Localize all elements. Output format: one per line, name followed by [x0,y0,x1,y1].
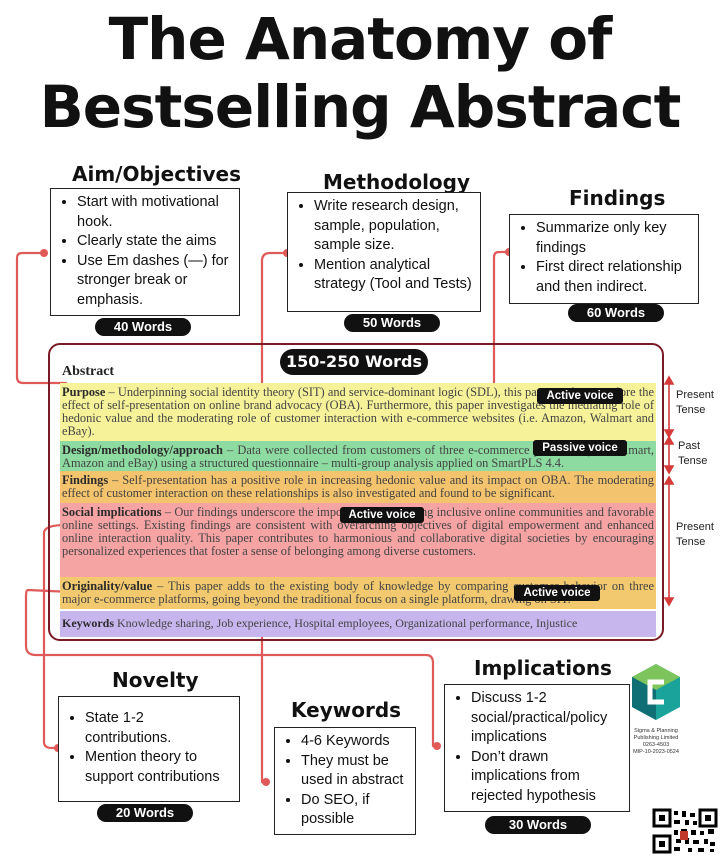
keywords-paragraph: Keywords Knowledge sharing, Job experien… [62,616,654,630]
originality-label: Originality/value [62,579,153,593]
keywords-box: 4-6 Keywords They must be used in abstra… [274,727,416,835]
tense-word: Past [678,440,701,452]
aim-heading: Aim/Objectives [72,162,241,186]
originality-paragraph: Originality/value – This paper adds to t… [62,579,654,606]
keywords-label: Keywords [62,616,114,630]
publisher-logo-icon [632,664,680,720]
tense-word: Present [676,521,714,533]
findings-words-badge: 60 Words [568,304,664,322]
findings-heading: Findings [569,186,666,210]
aim-box: Start with motivational hook. Clearly st… [50,188,240,316]
design-label: Design/methodology/approach [62,443,223,457]
aim-item: Use Em dashes (—) for stronger break or … [77,252,231,311]
methodology-item: Mention analytical strategy (Tool and Te… [314,256,472,295]
implications-box: Discuss 1-2 social/practical/policy impl… [444,684,630,812]
title-line-2: Bestselling Abstract [39,73,682,141]
keywords-item: They must be used in abstract [301,752,407,791]
publisher-line: Publishing Limited [633,735,679,741]
methodology-box: Write research design, sample, populatio… [287,192,481,312]
tense-word: Tense [678,455,708,467]
novelty-words-badge: 20 Words [97,804,193,822]
publisher-info: Sigma & Planning Publishing Limited 0263… [626,728,686,756]
implications-heading: Implications [474,656,612,680]
methodology-heading: Methodology [323,170,471,194]
aim-words-badge: 40 Words [95,318,191,336]
purpose-text: – Underpinning social identity theory (S… [62,385,654,439]
findings-box: Summarize only key findings First direct… [509,214,699,304]
passive-voice-badge: Passive voice [533,440,627,456]
publisher-line: 0263-4503 [642,742,670,748]
tense-word: Present [676,389,714,401]
tense-word: Tense [676,404,706,416]
aim-item: Clearly state the aims [77,232,231,252]
qr-code-icon [652,808,718,854]
tense-word: Tense [676,536,706,548]
keywords-item: 4-6 Keywords [301,732,407,752]
active-voice-badge: Active voice [537,388,623,404]
findings-label: Findings [62,473,109,487]
findings-paragraph: Findings – Self-presentation has a posit… [62,473,654,501]
novelty-heading: Novelty [112,668,199,692]
active-voice-badge: Active voice [340,507,424,523]
purpose-label: Purpose [62,385,106,399]
social-label: Social implications [62,505,162,519]
keywords-heading: Keywords [291,698,402,722]
implications-item: Discuss 1-2 social/practical/policy impl… [471,689,621,748]
findings-text: – Self-presentation has a positive role … [62,473,654,501]
publisher-line: Sigma & Planning [634,728,678,734]
findings-band [60,471,656,503]
implications-words-badge: 30 Words [485,816,591,834]
methodology-item: Write research design, sample, populatio… [314,197,472,256]
findings-item: Summarize only key findings [536,219,690,258]
methodology-words-badge: 50 Words [344,314,440,332]
title-line-1: The Anatomy of [108,5,613,73]
novelty-item: Mention theory to support contributions [85,748,231,787]
novelty-item: State 1-2 contributions. [85,709,231,748]
keywords-item: Do SEO, if possible [301,791,407,830]
novelty-box: State 1-2 contributions. Mention theory … [58,696,240,802]
purpose-paragraph: Purpose – Underpinning social identity t… [62,385,654,439]
findings-item: First direct relationship and then indir… [536,258,690,297]
keywords-text: Knowledge sharing, Job experience, Hospi… [114,616,578,630]
publisher-line: MIP-10-2023-0524 [633,749,679,755]
abstract-heading: Abstract [62,364,115,379]
aim-item: Start with motivational hook. [77,193,231,232]
word-range-badge: 150-250 Words [280,349,428,375]
implications-item: Don’t drawn implications from rejected h… [471,748,621,807]
keywords-band [60,611,656,637]
active-voice-badge: Active voice [514,585,600,601]
